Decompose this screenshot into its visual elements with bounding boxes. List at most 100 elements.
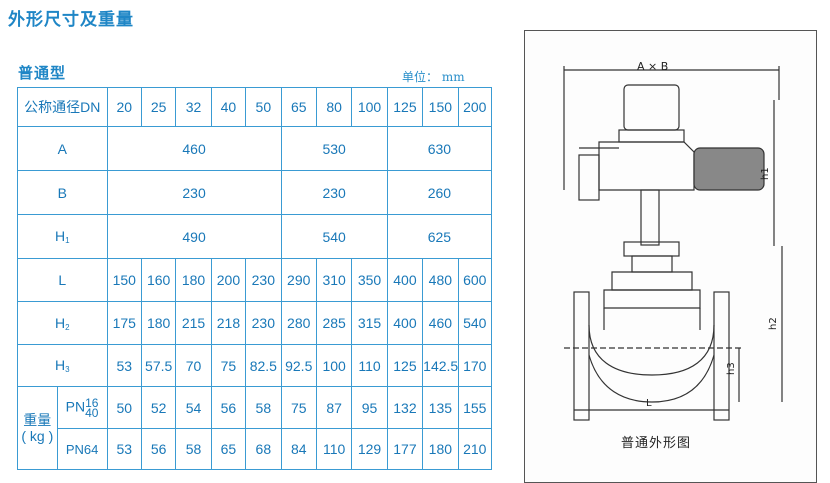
value-cell: 400 xyxy=(386,258,424,302)
dn-cell: 125 xyxy=(386,87,424,127)
value-cell: 350 xyxy=(351,258,388,302)
dim-label-h1: h1 xyxy=(760,167,771,180)
dn-cell: 100 xyxy=(351,87,388,127)
value-cell: 129 xyxy=(351,428,388,470)
value-cell: 177 xyxy=(386,428,424,470)
value-cell: 110 xyxy=(315,428,353,470)
value-cell: 52 xyxy=(140,386,177,429)
group-cell: 530 xyxy=(280,126,388,171)
value-cell: 310 xyxy=(315,258,353,302)
row-label: B xyxy=(17,170,108,215)
group-cell: 540 xyxy=(280,214,388,259)
row-label: H1 xyxy=(17,214,108,259)
table-row-h3: H3 53 57.5 70 75 82.5 92.5 100 110 125 1… xyxy=(17,344,493,387)
value-cell: 160 xyxy=(140,258,177,302)
value-cell: 155 xyxy=(457,386,493,429)
dn-cell: 40 xyxy=(210,87,247,127)
value-cell: 170 xyxy=(457,344,493,387)
value-cell: 82.5 xyxy=(245,344,282,387)
valve-outline-diagram: A × B h1 h2 h3 L xyxy=(563,60,783,421)
value-cell: 460 xyxy=(422,301,459,345)
value-cell: 70 xyxy=(175,344,212,387)
table-row-a: A 460 530 630 xyxy=(17,126,493,171)
unit-note: 单位： mm xyxy=(402,70,465,84)
value-cell: 315 xyxy=(351,301,388,345)
value-cell: 480 xyxy=(422,258,459,302)
value-cell: 58 xyxy=(175,428,212,470)
diagram-caption: 普通外形图 xyxy=(621,436,692,451)
value-cell: 135 xyxy=(422,386,459,429)
value-cell: 280 xyxy=(280,301,317,345)
value-cell: 75 xyxy=(210,344,247,387)
value-cell: 68 xyxy=(245,428,282,470)
value-cell: 65 xyxy=(210,428,247,470)
weight-label: 重量( kg ) xyxy=(17,386,58,470)
dn-cell: 25 xyxy=(140,87,177,127)
row-label: A xyxy=(17,126,108,171)
dn-cell: 150 xyxy=(422,87,459,127)
value-cell: 84 xyxy=(280,428,317,470)
value-cell: 100 xyxy=(315,344,353,387)
group-cell: 230 xyxy=(106,170,282,215)
header-label: 公称通径DN xyxy=(17,87,108,127)
value-cell: 215 xyxy=(175,301,212,345)
dim-label-h3: h3 xyxy=(726,362,737,375)
value-cell: 75 xyxy=(280,386,317,429)
value-cell: 132 xyxy=(386,386,424,429)
group-cell: 230 xyxy=(280,170,388,215)
value-cell: 180 xyxy=(422,428,459,470)
page-title: 外形尺寸及重量 xyxy=(8,10,134,30)
dim-label-l: L xyxy=(646,398,652,409)
section-subtitle: 普通型 xyxy=(18,64,67,82)
value-cell: 180 xyxy=(140,301,177,345)
value-cell: 110 xyxy=(351,344,388,387)
dim-label-h2: h2 xyxy=(768,317,779,330)
dn-cell: 200 xyxy=(457,87,493,127)
value-cell: 290 xyxy=(280,258,317,302)
value-cell: 53 xyxy=(106,344,142,387)
value-cell: 180 xyxy=(175,258,212,302)
value-cell: 540 xyxy=(457,301,493,345)
value-cell: 218 xyxy=(210,301,247,345)
table-row-h1: H1 490 540 625 xyxy=(17,214,493,259)
value-cell: 175 xyxy=(106,301,142,345)
group-cell: 625 xyxy=(386,214,493,259)
value-cell: 56 xyxy=(140,428,177,470)
value-cell: 53 xyxy=(106,428,142,470)
table-row-header: 公称通径DN 20 25 32 40 50 65 80 100 125 150 … xyxy=(17,87,493,127)
value-cell: 285 xyxy=(315,301,353,345)
value-cell: 50 xyxy=(106,386,142,429)
dn-cell: 20 xyxy=(106,87,142,127)
value-cell: 56 xyxy=(210,386,247,429)
value-cell: 200 xyxy=(210,258,247,302)
row-label: H3 xyxy=(17,344,108,387)
group-cell: 630 xyxy=(386,126,493,171)
row-label: H2 xyxy=(17,301,108,345)
value-cell: 142.5 xyxy=(422,344,459,387)
group-cell: 460 xyxy=(106,126,282,171)
dim-label-ab: A × B xyxy=(637,60,668,73)
value-cell: 400 xyxy=(386,301,424,345)
group-cell: 490 xyxy=(106,214,282,259)
table-row-weight-pn64: PN64 53 56 58 65 68 84 110 129 177 180 2… xyxy=(18,428,493,470)
table-row-b: B 230 230 260 xyxy=(17,170,493,215)
dn-cell: 80 xyxy=(315,87,353,127)
value-cell: 210 xyxy=(457,428,493,470)
dn-cell: 50 xyxy=(245,87,282,127)
dn-cell: 32 xyxy=(175,87,212,127)
group-cell: 260 xyxy=(386,170,493,215)
value-cell: 58 xyxy=(245,386,282,429)
value-cell: 54 xyxy=(175,386,212,429)
value-cell: 600 xyxy=(457,258,493,302)
value-cell: 150 xyxy=(106,258,142,302)
value-cell: 95 xyxy=(351,386,388,429)
dn-cell: 65 xyxy=(280,87,317,127)
row-label: PN64 xyxy=(56,428,108,470)
value-cell: 92.5 xyxy=(280,344,317,387)
table-row-l: L 150 160 180 200 230 290 310 350 400 48… xyxy=(17,258,493,302)
value-cell: 57.5 xyxy=(140,344,177,387)
table-row-h2: H2 175 180 215 218 230 280 285 315 400 4… xyxy=(17,301,493,345)
value-cell: 125 xyxy=(386,344,424,387)
